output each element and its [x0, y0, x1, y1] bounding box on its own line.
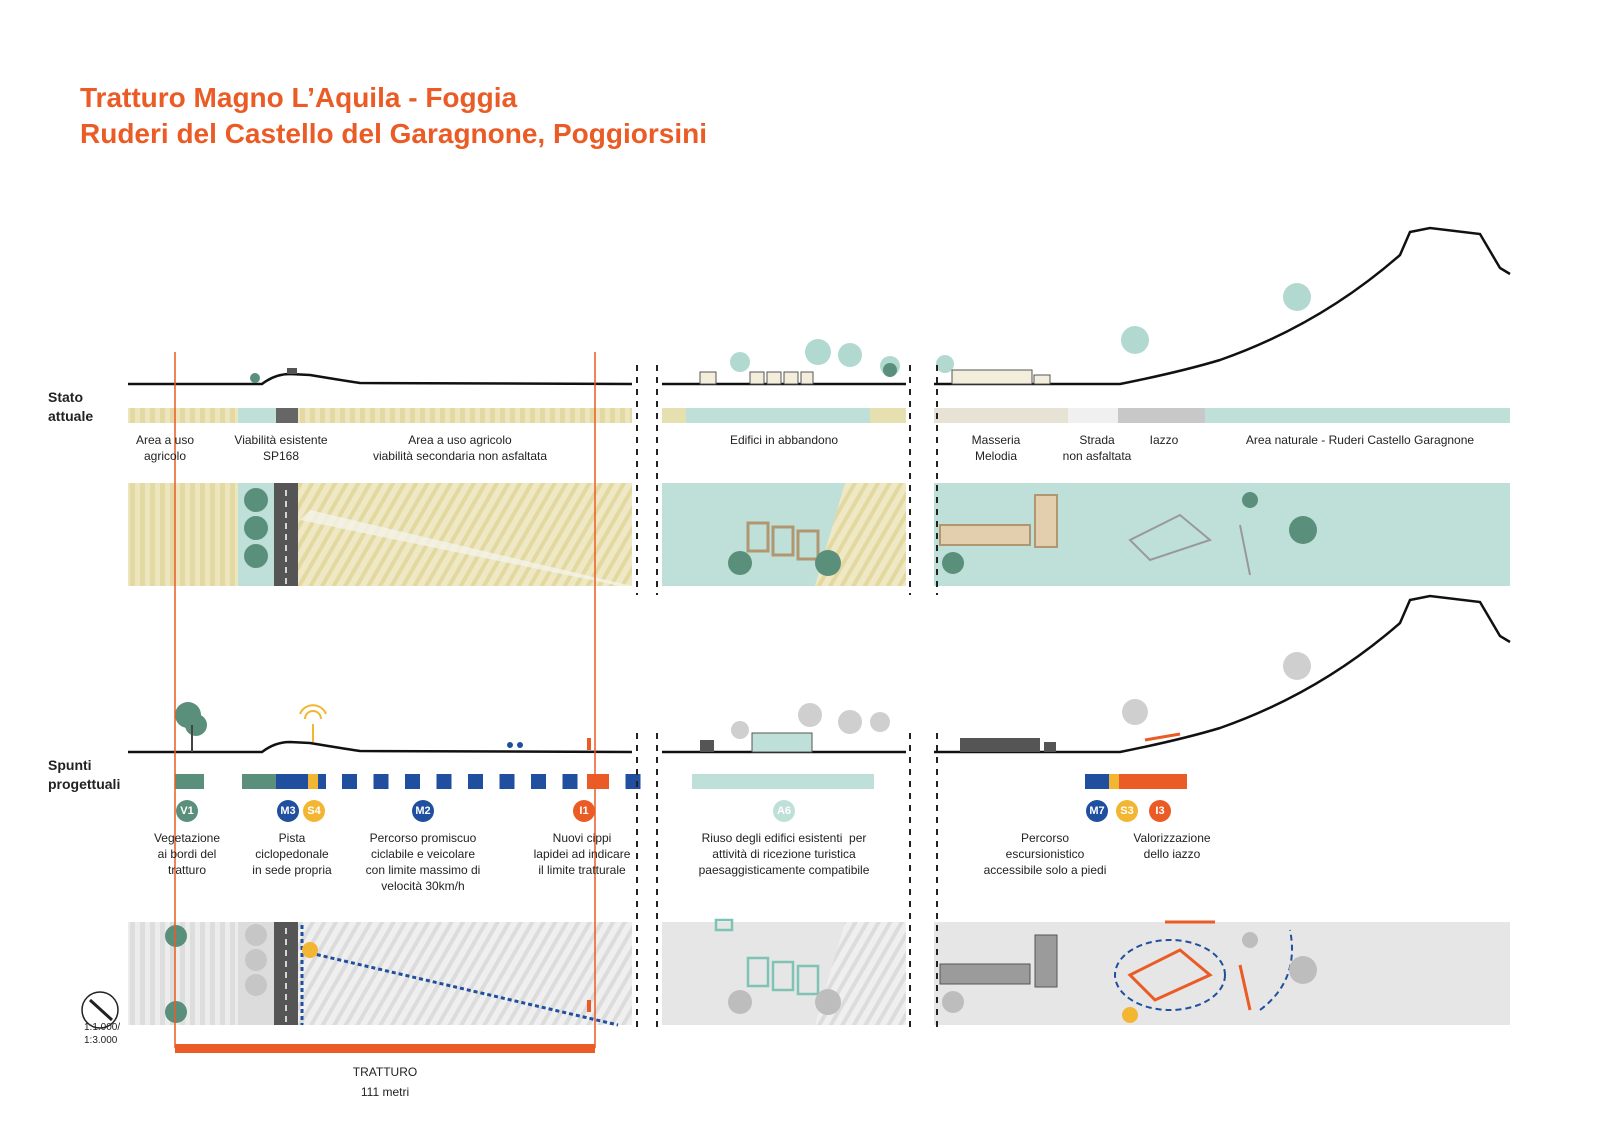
m2-dash-segment — [373, 774, 389, 789]
stato-label-edifici-abbandono: Edifici in abbandono — [729, 433, 839, 447]
stato-label-area-naturale: Area naturale - Ruderi Castello Garagnon… — [1245, 433, 1475, 447]
m2-dash-segment — [531, 774, 546, 789]
profile-stato — [128, 226, 1511, 386]
m2-dash-segment — [405, 774, 420, 789]
desc-i1: Nuovi cippi lapidei ad indicare il limit… — [533, 831, 631, 877]
spunti-strip — [175, 774, 1187, 789]
badge-a6: A6 — [773, 800, 795, 822]
badge-v1: V1 — [176, 800, 198, 822]
m2-dash-segment — [342, 774, 357, 789]
stato-label-iazzo: Iazzo — [1149, 433, 1179, 447]
badge-m7: M7 — [1086, 800, 1108, 822]
stato-strip — [128, 408, 1510, 423]
badge-s3: S3 — [1116, 800, 1138, 822]
badge-m2: M2 — [412, 800, 434, 822]
stato-attuale-label: Stato attuale — [48, 389, 94, 424]
desc-m7: Percorso escursionistico accessibile sol… — [983, 831, 1107, 877]
spunti-progettuali-label: Spunti progettuali — [48, 757, 121, 792]
profile-spunti — [128, 594, 1511, 754]
desc-v1: Vegetazione ai bordi del tratturo — [153, 831, 221, 877]
stato-label-viabilita: Viabilità esistente SP168 — [234, 433, 328, 463]
spunti-plan — [128, 918, 1510, 1027]
tratturo-boundary — [174, 352, 596, 1053]
tratturo-label: TRATTURO — [352, 1065, 418, 1079]
desc-a6: Riuso degli edifici esistenti per attivi… — [698, 831, 870, 877]
badge-i1: I1 — [573, 800, 595, 822]
stato-label-masseria-melodia: Masseria Melodia — [971, 433, 1021, 463]
badge-i3: I3 — [1149, 800, 1171, 822]
title-line-1: Tratturo Magno L’Aquila - Foggia — [80, 82, 518, 113]
tratturo-width: 111 metri — [360, 1085, 410, 1099]
m2-dash-segment — [625, 774, 641, 789]
stato-plan — [128, 483, 1510, 586]
stato-label-strada: Strada non asfaltata — [1062, 433, 1132, 463]
desc-m3: Pista ciclopedonale in sede propria — [252, 831, 332, 877]
badge-m3: M3 — [277, 800, 299, 822]
stato-label-area-agricolo: Area a uso agricolo — [135, 433, 195, 463]
m2-dash-segments — [342, 774, 641, 789]
m2-dash-segment — [468, 774, 483, 789]
title-line-2: Ruderi del Castello del Garagnone, Poggi… — [80, 118, 707, 149]
m2-dash-segment — [562, 774, 578, 789]
section-separators — [636, 365, 938, 1030]
scale-north-icon — [81, 991, 119, 1029]
m2-dash-segment — [436, 774, 452, 789]
desc-i3: Valorizzazione dello iazzo — [1133, 831, 1211, 861]
stato-label-area-agricolo-secondaria: Area a uso agricolo viabilità secondaria… — [372, 433, 548, 463]
desc-m2: Percorso promiscuo ciclabile e veicolare… — [365, 831, 481, 893]
m2-dash-segment — [499, 774, 515, 789]
scale-text: 1:1.000/ 1:3.000 — [84, 1022, 121, 1046]
badge-s4: S4 — [303, 800, 325, 822]
